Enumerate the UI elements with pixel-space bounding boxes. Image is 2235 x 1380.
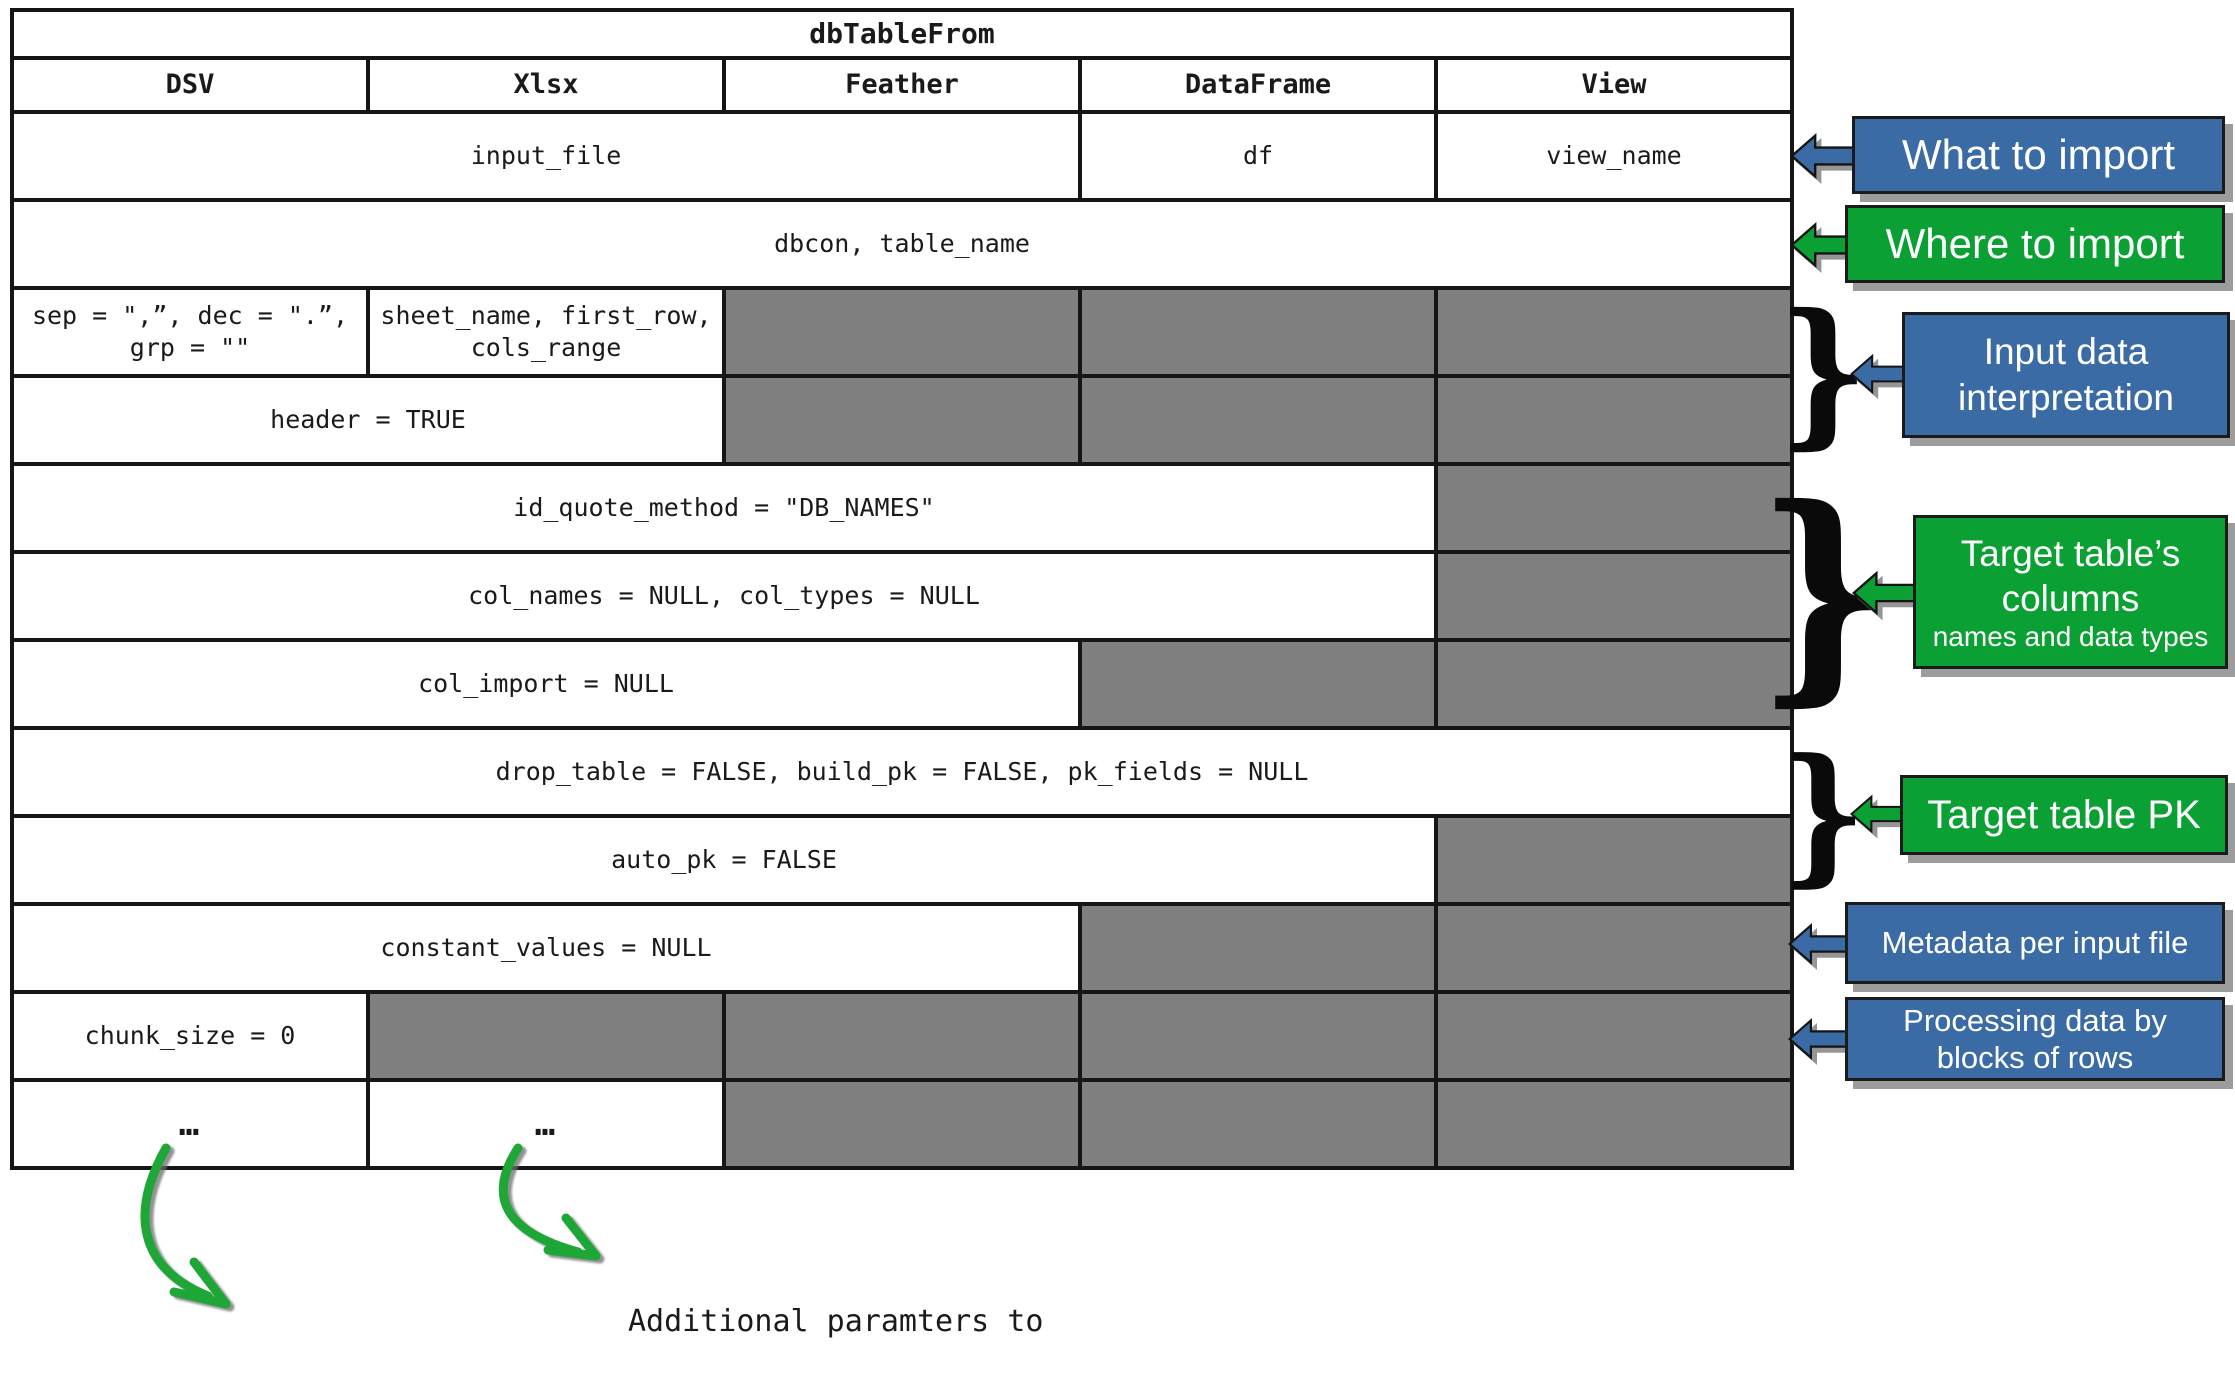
curly-brace-icon: }: [1756, 457, 1890, 727]
table-cell-disabled: [1436, 376, 1792, 464]
left-block-arrow-icon: [1790, 132, 1856, 180]
table-cell-disabled: [1436, 640, 1792, 728]
callout-where-to-import: Where to import: [1845, 205, 2225, 283]
footnote-base-scan: Additional paramters to base::scan: [146, 1298, 561, 1380]
left-block-arrow-icon: [1850, 353, 1908, 395]
callout-label: Metadata per input file: [1881, 925, 2189, 960]
table-cell-disabled: [1080, 992, 1436, 1080]
column-header-xlsx: Xlsx: [368, 58, 724, 112]
callout-metadata-per-input-file: Metadata per input file: [1845, 902, 2225, 984]
table-cell-disabled: [724, 376, 1080, 464]
table-cell: input_file: [12, 112, 1080, 200]
table-cell-disabled: [1436, 552, 1792, 640]
table-cell-disabled: [1436, 904, 1792, 992]
table-cell: view_name: [1436, 112, 1792, 200]
table-cell: sheet_name, first_row, cols_range: [368, 288, 724, 376]
curved-arrow-right: [498, 1143, 583, 1257]
table-cell: drop_table = FALSE, build_pk = FALSE, pk…: [12, 728, 1792, 816]
curved-arrow-icon: [140, 1143, 601, 1309]
callout-target-table-pk: Target table PK: [1900, 775, 2228, 855]
column-header-dataframe: DataFrame: [1080, 58, 1436, 112]
column-header-dsv: DSV: [12, 58, 368, 112]
callout-sublabel: names and data types: [1932, 621, 2209, 653]
table-cell: chunk_size = 0: [12, 992, 368, 1080]
callout-label: Where to import: [1885, 220, 2185, 267]
curved-arrow-right-head: [543, 1213, 601, 1261]
left-block-arrow-icon: [1852, 570, 1916, 616]
footnote-openxlsx2: Additional paramters to openxlsx2::wb_to…: [628, 1222, 1043, 1380]
column-header-view: View: [1436, 58, 1792, 112]
table-cell-disabled: [1080, 1080, 1436, 1168]
table-cell: df: [1080, 112, 1436, 200]
table-cell-disabled: [1436, 992, 1792, 1080]
table-cell-disabled: [368, 992, 724, 1080]
table-cell: sep = ",”, dec = ".”, grp = "": [12, 288, 368, 376]
table-cell-disabled: [1436, 288, 1792, 376]
callout-label: Input data interpretation: [1958, 330, 2174, 418]
curly-brace-icon: }: [1777, 279, 1869, 465]
callout-what-to-import: What to import: [1852, 116, 2225, 194]
curved-arrow-left-head: [169, 1257, 231, 1309]
callout-input-data-interpretation: Input data interpretation: [1902, 312, 2230, 438]
table-cell: …: [368, 1080, 724, 1168]
table-cell-disabled: [1436, 816, 1792, 904]
table-cell-disabled: [724, 288, 1080, 376]
callout-label: What to import: [1901, 131, 2176, 178]
footnote-text: Additional paramters to: [628, 1304, 1044, 1339]
table-cell: auto_pk = FALSE: [12, 816, 1436, 904]
table-cell-disabled: [1080, 288, 1436, 376]
table-cell: col_names = NULL, col_types = NULL: [12, 552, 1436, 640]
left-block-arrow-icon: [1850, 794, 1906, 834]
callout-label: Processing data by blocks of rows: [1903, 1002, 2167, 1075]
table-cell: dbcon, table_name: [12, 200, 1792, 288]
callout-label: Target table PK: [1927, 792, 2201, 837]
table-cell-disabled: [724, 1080, 1080, 1168]
left-block-arrow-icon: [1788, 923, 1848, 965]
table-title: dbTableFrom: [12, 10, 1792, 58]
table-cell: id_quote_method = "DB_NAMES": [12, 464, 1436, 552]
table-cell-disabled: [1080, 904, 1436, 992]
curly-brace-icon: }: [1779, 726, 1867, 902]
table-cell: col_import = NULL: [12, 640, 1080, 728]
table-cell: header = TRUE: [12, 376, 724, 464]
table-cell-disabled: [1436, 1080, 1792, 1168]
table-cell: …: [12, 1080, 368, 1168]
table-cell-disabled: [724, 992, 1080, 1080]
curved-arrow-left: [140, 1143, 213, 1301]
table-cell-disabled: [1080, 376, 1436, 464]
callout-target-table-columns: Target table’s columns names and data ty…: [1913, 515, 2228, 669]
table-cell-disabled: [1436, 464, 1792, 552]
table-cell-disabled: [1080, 640, 1436, 728]
table-cell: constant_values = NULL: [12, 904, 1080, 992]
callout-processing-blocks: Processing data by blocks of rows: [1845, 997, 2225, 1081]
left-block-arrow-icon: [1788, 1018, 1848, 1060]
callout-label: Target table’s columns: [1960, 532, 2181, 619]
column-header-feather: Feather: [724, 58, 1080, 112]
